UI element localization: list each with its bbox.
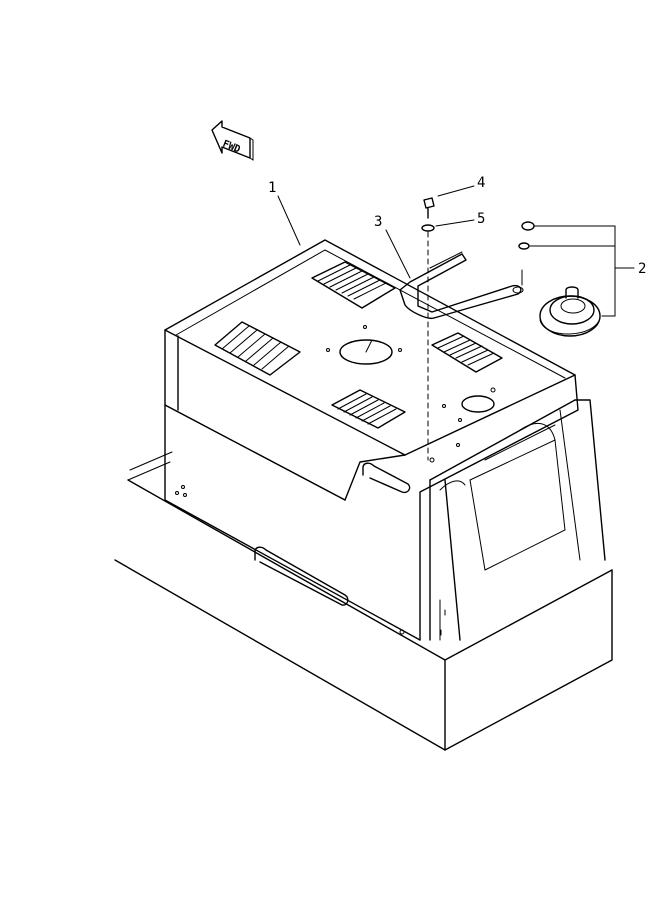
side-handle bbox=[254, 546, 349, 606]
callout-3: 3 bbox=[374, 214, 382, 230]
fwd-label: FWD bbox=[221, 139, 242, 156]
leader-lines bbox=[277, 185, 635, 317]
horn-assembly bbox=[518, 221, 601, 337]
vent-grille bbox=[214, 261, 503, 429]
frame-base bbox=[114, 451, 613, 751]
callout-2: 2 bbox=[638, 261, 646, 277]
fwd-arrow-icon: FWD bbox=[211, 120, 254, 161]
callout-1: 1 bbox=[268, 180, 276, 196]
callout-5: 5 bbox=[477, 211, 485, 227]
callout-4: 4 bbox=[477, 175, 485, 191]
horn-bracket bbox=[399, 251, 524, 319]
engine-hood bbox=[164, 239, 606, 641]
bolt-and-washer bbox=[421, 197, 435, 461]
exhaust-opening bbox=[339, 339, 393, 365]
